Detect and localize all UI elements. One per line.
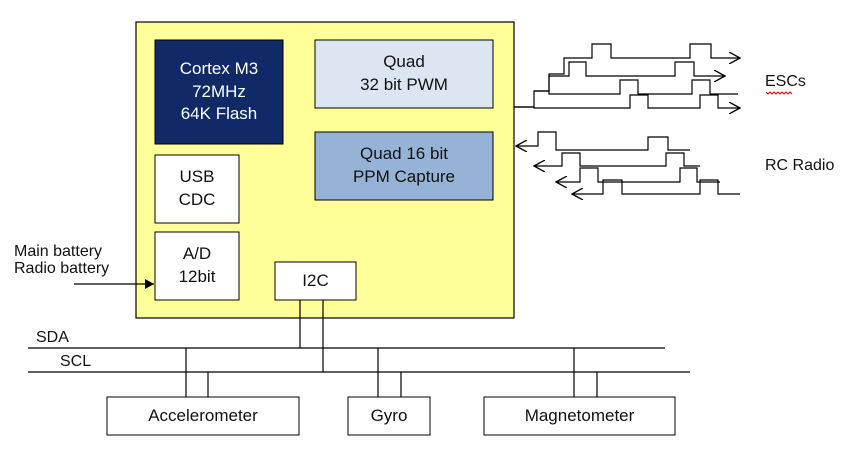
adc-line-2: 12bit — [178, 267, 216, 286]
ppm-capture-block — [314, 131, 494, 201]
magnetometer-label: Magnetometer — [484, 397, 675, 435]
main-battery-label: Main battery — [14, 243, 103, 260]
sda-label: SDA — [36, 329, 69, 346]
i2c-block — [274, 261, 357, 301]
i2c-text: I2C — [302, 270, 329, 290]
core-flash: 64K Flash — [180, 104, 258, 124]
escs-label: ESCs — [765, 73, 806, 90]
usb-cdc-block — [154, 154, 240, 224]
i2c-label: I2C — [275, 262, 356, 300]
spellcheck-squiggle — [765, 91, 793, 95]
pwm-line-1: Quad — [383, 52, 425, 72]
ppm-line-2: PPM Capture — [352, 167, 456, 186]
pwm-block — [314, 39, 494, 109]
core-name: Cortex M3 — [179, 58, 259, 78]
esc-pwm-waveforms — [514, 43, 740, 108]
usb-cdc-label: USB CDC — [155, 155, 239, 223]
cortex-core-block — [154, 39, 284, 145]
adc-line-1: A/D — [182, 244, 212, 264]
adc-label: A/D 12bit — [155, 232, 239, 300]
magnetometer-text: Magnetometer — [524, 405, 635, 425]
accelerometer-text: Accelerometer — [148, 405, 258, 425]
adc-block — [154, 231, 240, 301]
ppm-line-1: Quad 16 bit — [360, 144, 448, 164]
rc-ppm-waveforms — [516, 131, 740, 194]
scl-label: SCL — [60, 353, 92, 370]
accelerometer-label: Accelerometer — [107, 397, 299, 435]
rc-radio-label: RC Radio — [765, 157, 835, 174]
radio-battery-label: Radio battery — [14, 260, 110, 277]
i2c-bus — [28, 300, 690, 397]
accelerometer-block — [106, 396, 300, 436]
pwm-line-2: 32 bit PWM — [360, 75, 448, 94]
magnetometer-block — [483, 396, 676, 436]
cortex-core-label: Cortex M3 72MHz 64K Flash — [155, 40, 283, 144]
gyro-block — [347, 396, 431, 436]
usb-line-1: USB — [179, 167, 215, 187]
gyro-text: Gyro — [370, 405, 408, 425]
core-clock: 72MHz — [192, 81, 246, 101]
usb-line-2: CDC — [178, 190, 216, 209]
gyro-label: Gyro — [348, 397, 430, 435]
ppm-label: Quad 16 bit PPM Capture — [315, 132, 493, 200]
pwm-label: Quad 32 bit PWM — [315, 40, 493, 108]
